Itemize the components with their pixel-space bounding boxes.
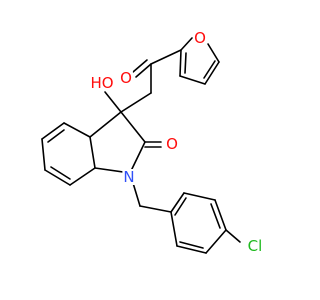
bond xyxy=(176,245,207,254)
bond xyxy=(170,211,178,247)
bond xyxy=(120,111,146,143)
bond xyxy=(150,49,182,65)
bond xyxy=(41,122,65,140)
bond xyxy=(180,37,193,51)
bond xyxy=(44,169,71,186)
bond xyxy=(174,197,187,216)
bonds xyxy=(41,37,241,254)
bond xyxy=(89,111,122,138)
bond xyxy=(204,61,220,85)
bond xyxy=(225,229,241,243)
hydroxyl-label: HO xyxy=(90,74,113,92)
lactam-oxygen-label: O xyxy=(166,135,178,153)
bond xyxy=(50,166,71,180)
bond xyxy=(170,192,185,213)
molecule-structure: O O HO O N Cl xyxy=(41,29,264,255)
bond xyxy=(179,241,204,249)
bond xyxy=(135,63,152,78)
bond xyxy=(89,136,96,169)
label-background xyxy=(122,169,136,185)
nitrogen-label: N xyxy=(123,168,134,186)
label-background xyxy=(119,70,133,86)
atom-labels: O O HO O N Cl xyxy=(89,29,264,255)
bond xyxy=(69,167,96,186)
bond xyxy=(47,129,65,143)
bond xyxy=(132,59,148,73)
bond xyxy=(63,122,91,138)
label-background xyxy=(246,238,264,254)
label-background xyxy=(165,136,179,152)
chlorine-label: Cl xyxy=(248,237,263,255)
bond xyxy=(179,75,206,85)
bond xyxy=(120,92,152,113)
bond xyxy=(129,141,146,174)
label-background xyxy=(89,75,115,91)
bond xyxy=(183,192,216,201)
bond xyxy=(139,205,172,213)
bond xyxy=(179,49,182,77)
label-background xyxy=(193,30,207,46)
bond xyxy=(207,43,220,63)
bond xyxy=(205,229,227,254)
bond xyxy=(214,199,227,231)
bond xyxy=(210,203,221,229)
bond xyxy=(104,91,122,113)
ketone-oxygen-label: O xyxy=(120,69,132,87)
furan-oxygen-label: O xyxy=(194,29,206,47)
bond xyxy=(41,138,46,171)
bond xyxy=(203,60,216,79)
bond xyxy=(184,52,187,74)
